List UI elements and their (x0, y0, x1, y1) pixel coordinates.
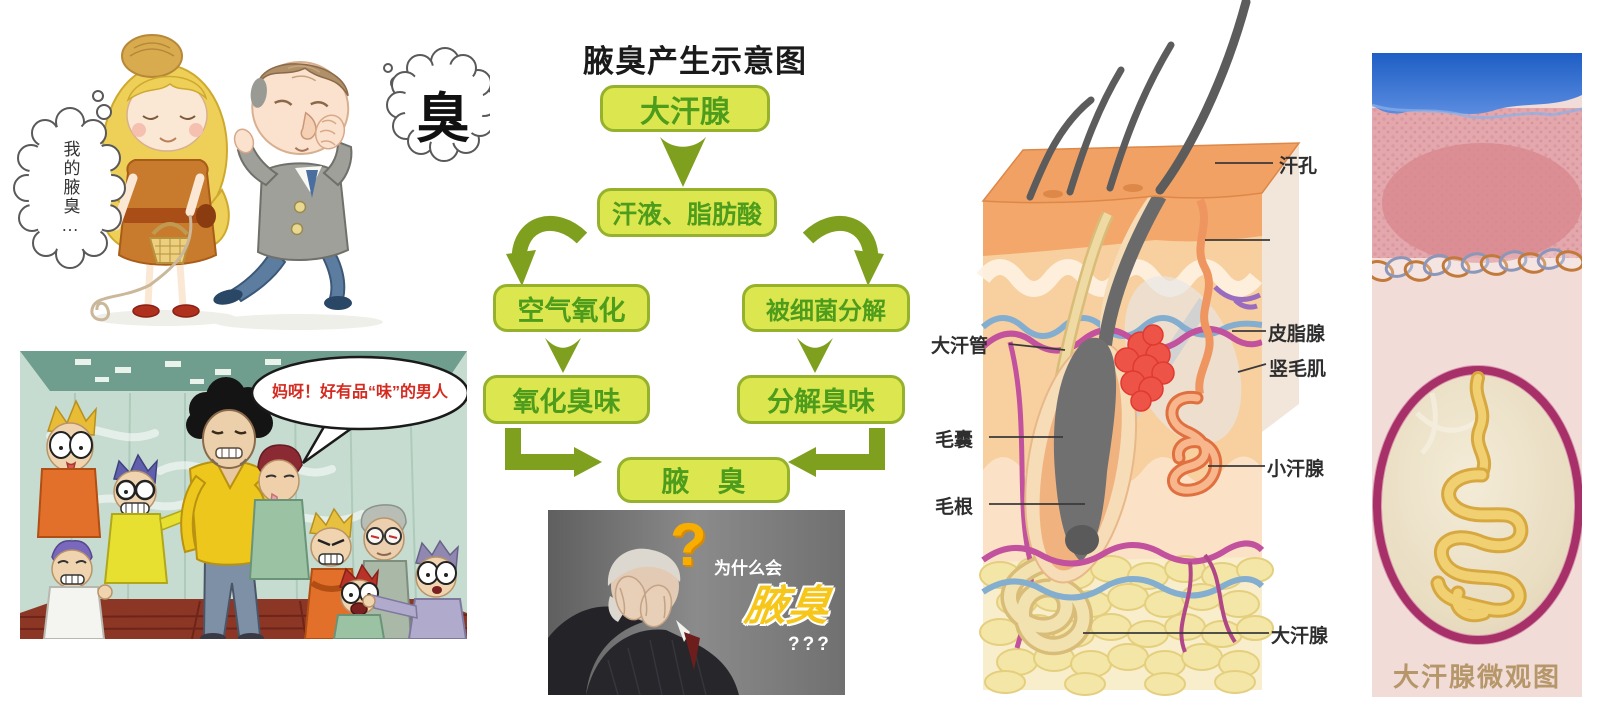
flow-node-oxidation-odor: 氧化臭味 (483, 375, 650, 424)
woman-shadow (93, 310, 237, 326)
photo-caption-odor: 腋臭 (742, 582, 833, 629)
flowchart-arrows (505, 137, 885, 477)
purple-hair-kid (42, 540, 113, 639)
woman-thought-cloud (13, 90, 126, 269)
flow-node-sweat-fatty-acid: 汗液、脂肪酸 (597, 188, 777, 237)
big-question-mark: ? (670, 511, 707, 578)
flow-node-bacteria-decompose: 被细菌分解 (742, 284, 910, 332)
micro-deep-tissue (1382, 143, 1582, 263)
tongue-out-man (248, 444, 311, 580)
block-side-face (1262, 143, 1299, 432)
arrow-down-left (545, 338, 581, 373)
flow-node-air-oxidation: 空气氧化 (493, 284, 650, 332)
speech-bubble-text: 妈呀！好有品“味”的男人 (271, 384, 448, 401)
micro-blue-top (1372, 53, 1582, 114)
micro-view-drawing (1372, 53, 1582, 697)
elbow-left-head (574, 447, 602, 477)
shocked-right-man (362, 539, 467, 639)
epidermis-band (983, 192, 1262, 256)
flow-node-body-odor: 腋 臭 (617, 457, 790, 503)
couple-cartoon-drawing (13, 34, 490, 330)
panel-question-photo: ? 为什么会 腋臭 ??? (548, 510, 845, 695)
man-thought-cloud (383, 47, 490, 162)
skin-anatomy-drawing (976, 0, 1301, 696)
pore-dot2 (1123, 184, 1143, 192)
question-photo-drawing (548, 510, 845, 695)
flowchart-title: 腋臭产生示意图 (583, 44, 807, 79)
hairs (1026, 0, 1251, 201)
micro-blue-edge (1372, 103, 1582, 119)
blond-shocked-man (36, 399, 102, 538)
leader-lines (989, 162, 1273, 634)
label-hair-follicle: 毛囊 (935, 430, 974, 451)
panel-micro-view: 大汗腺微观图 (1372, 53, 1582, 700)
arrow-down-right (797, 338, 833, 373)
man-figure (213, 60, 353, 310)
crowd-comic-drawing (20, 351, 467, 639)
despairing-man (548, 548, 739, 695)
elbow-right-head (788, 447, 816, 477)
arrow-down-1 (660, 137, 706, 187)
label-arrector-pili: 竖毛肌 (1269, 359, 1327, 380)
micro-chain (1372, 248, 1582, 282)
flow-node-decompose-odor: 分解臭味 (737, 375, 905, 424)
smell-character: 臭 (416, 89, 470, 149)
micro-apocrine-disc (1372, 365, 1582, 645)
pore-dot (1043, 190, 1063, 198)
flow-node-apocrine-gland: 大汗腺 (600, 85, 770, 132)
panel-flowchart: 腋臭产生示意图 大汗腺 汗液、脂肪酸 空气氧化 被细菌分解 氧化臭味 分解臭味 … (470, 0, 920, 510)
hook-left-head (506, 250, 536, 286)
flow-arrows (506, 137, 884, 477)
photo-caption-marks: ??? (788, 634, 832, 655)
panel-skin-anatomy: 汗孔 皮脂腺 竖毛肌 小汗腺 大汗腺 大汗管 毛囊 毛根 (905, 0, 1372, 705)
label-hair-root: 毛根 (935, 497, 974, 518)
woman-thought-text: 我的腋臭… (60, 140, 80, 237)
micro-gland-coil (1430, 371, 1529, 623)
label-apocrine-gland: 大汗腺 (1271, 626, 1329, 647)
label-apocrine-duct: 大汗管 (931, 336, 989, 357)
sebaceous-gland (1114, 324, 1175, 412)
flow-arrow-shafts (505, 215, 885, 470)
panel-couple-cartoon: 我的腋臭… 臭 (0, 0, 490, 345)
label-sweat-pore: 汗孔 (1279, 156, 1318, 177)
speech-bubble (250, 355, 467, 465)
panel-crowd-comic: 妈呀！好有品“味”的男人 (20, 351, 467, 639)
label-sebaceous-gland: 皮脂腺 (1268, 324, 1326, 345)
photo-caption-why: 为什么会 (714, 559, 782, 578)
man-shadow (213, 314, 383, 330)
eccrine-gland (1165, 198, 1223, 497)
hair-follicle (1024, 192, 1167, 584)
micro-view-caption: 大汗腺微观图 (1392, 662, 1561, 692)
skin-top-face (981, 142, 1301, 204)
hook-right-head (854, 250, 884, 286)
label-eccrine-gland: 小汗腺 (1267, 459, 1325, 480)
